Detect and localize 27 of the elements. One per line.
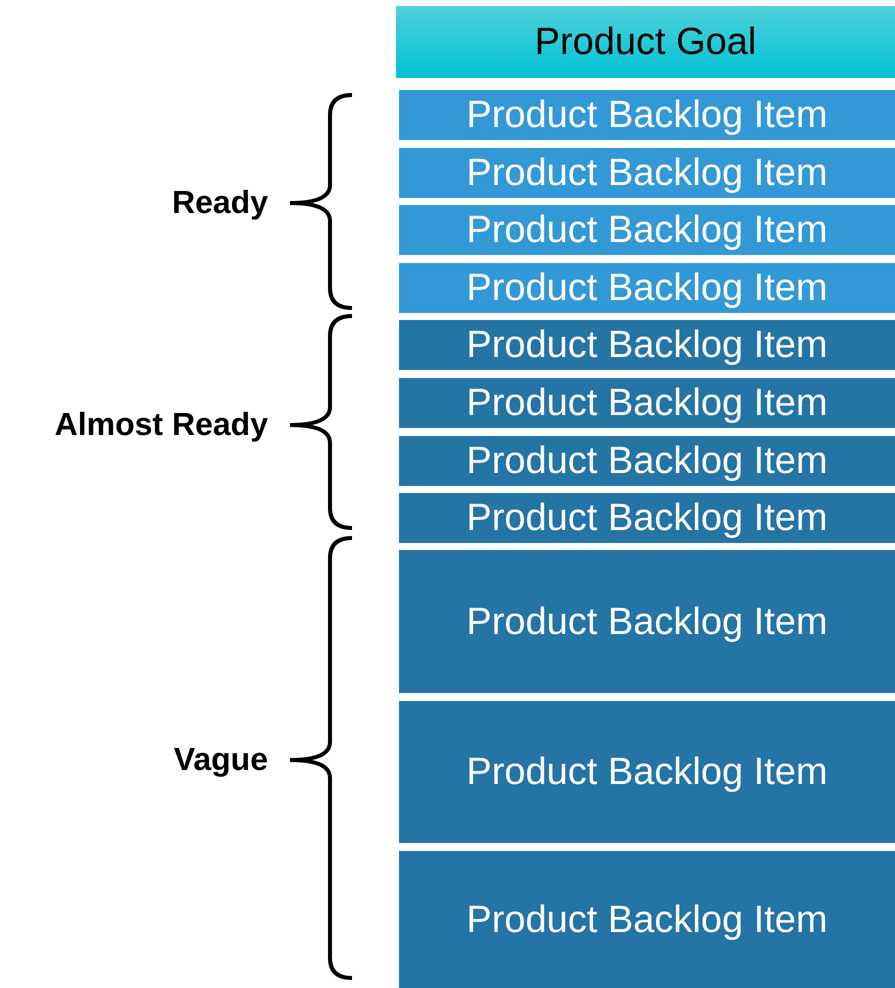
backlog-item-box bbox=[399, 378, 895, 428]
item-text: Product Backlog Item bbox=[466, 900, 828, 938]
backlog-item-box bbox=[399, 263, 895, 313]
backlog-item-box bbox=[399, 320, 895, 370]
goal-box bbox=[396, 6, 895, 78]
item-text: Product Backlog Item bbox=[466, 753, 828, 791]
item-text: Product Backlog Item bbox=[466, 326, 828, 364]
backlog-item-box bbox=[399, 90, 895, 140]
backlog-item-box bbox=[399, 493, 895, 543]
backlog-item-box bbox=[399, 550, 895, 693]
item-text: Product Goal bbox=[534, 23, 756, 61]
item-text: Product Backlog Item bbox=[466, 211, 828, 249]
group-label: Vague bbox=[174, 741, 268, 778]
item-text: Product Backlog Item bbox=[466, 499, 828, 537]
item-text: Product Backlog Item bbox=[466, 96, 828, 134]
group-label: Ready bbox=[172, 184, 268, 221]
backlog-item-box bbox=[399, 701, 895, 843]
backlog-item-box bbox=[399, 851, 895, 988]
backlog-item-box bbox=[399, 148, 895, 198]
item-text: Product Backlog Item bbox=[466, 384, 828, 422]
backlog-item-box bbox=[399, 205, 895, 255]
backlog-item-box bbox=[399, 436, 895, 486]
item-text: Product Backlog Item bbox=[466, 269, 828, 307]
group-label: Almost Ready bbox=[54, 406, 268, 443]
item-text: Product Backlog Item bbox=[466, 442, 828, 480]
item-text: Product Backlog Item bbox=[466, 602, 828, 640]
item-text: Product Backlog Item bbox=[466, 154, 828, 192]
